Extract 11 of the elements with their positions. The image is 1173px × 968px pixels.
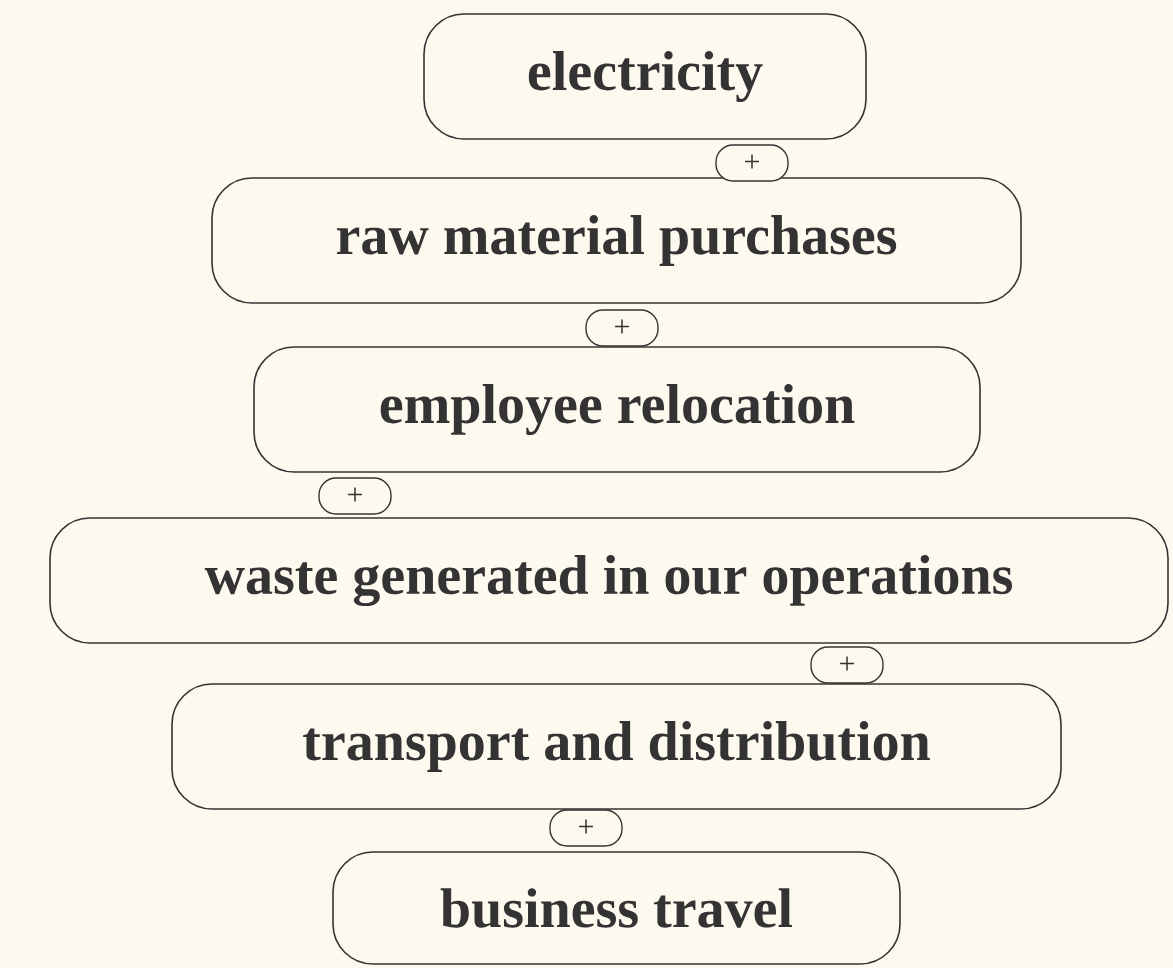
text-box: raw material purchases: [211, 177, 1022, 304]
plus-badge: +: [585, 309, 659, 347]
text-box: business travel: [332, 851, 901, 965]
plus-badge: +: [715, 144, 789, 182]
text-box: employee relocation: [253, 346, 981, 473]
plus-badge: +: [549, 809, 623, 847]
text-box: waste generated in our operations: [49, 517, 1169, 644]
plus-badge: +: [810, 646, 884, 684]
text-box: transport and distribution: [171, 683, 1062, 810]
text-box: electricity: [423, 13, 867, 140]
plus-badge: +: [318, 477, 392, 515]
